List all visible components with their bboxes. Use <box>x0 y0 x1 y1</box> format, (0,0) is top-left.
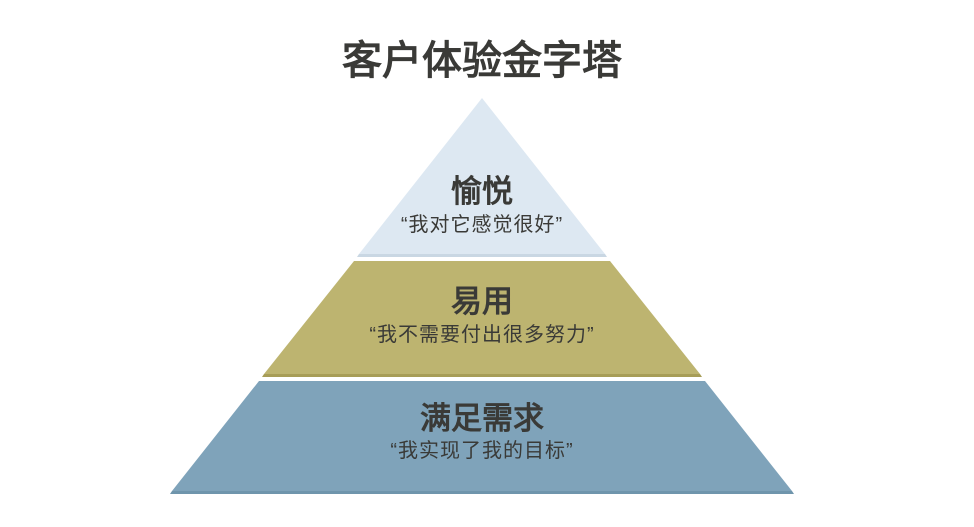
pyramid-tier-top-shape <box>359 98 605 254</box>
tier-bottom-label: 满足需求 <box>420 401 544 436</box>
pyramid-tier-top-bottom-edge <box>357 254 607 257</box>
tier-bottom-quote: “我实现了我的目标” <box>390 440 574 462</box>
page-title: 客户体验金字塔 <box>342 39 622 83</box>
tier-top-label: 愉悦 <box>451 174 513 209</box>
tier-top-quote: “我对它感觉很好” <box>400 214 564 236</box>
tier-middle-label: 易用 <box>451 284 513 319</box>
pyramid-tier-bottom-shape <box>172 381 792 491</box>
pyramid-tier-middle-shape <box>264 261 700 374</box>
tier-middle-quote: “我不需要付出很多努力” <box>369 324 595 346</box>
pyramid-tier-middle-bottom-edge <box>262 374 702 377</box>
pyramid-tier-bottom-bottom-edge <box>170 491 794 494</box>
